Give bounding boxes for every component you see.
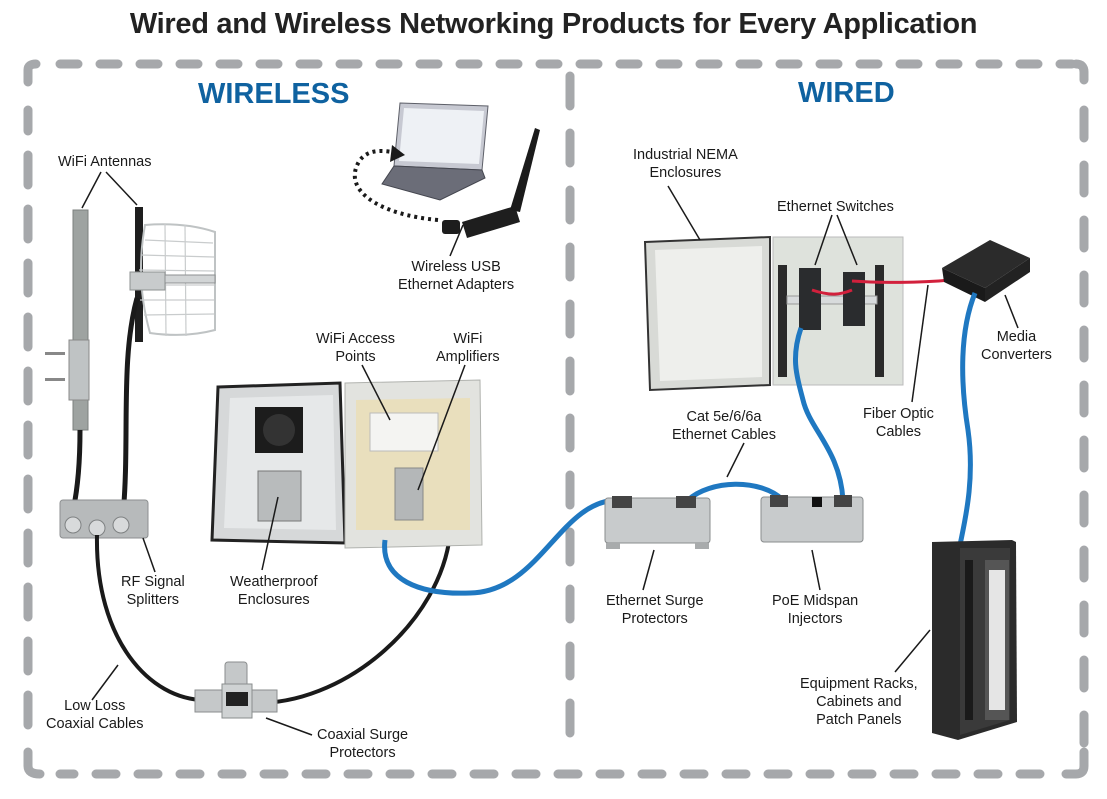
usb-adapter xyxy=(442,128,540,238)
label-line: Wireless USB xyxy=(411,259,501,275)
label-access-points: WiFi Access Points xyxy=(316,330,395,366)
fiber-optic-cable xyxy=(851,278,951,284)
label-line: Coaxial Surge xyxy=(317,727,409,743)
media-converter xyxy=(942,240,1030,302)
cat-ethernet-cable xyxy=(382,497,619,596)
label-line: Injectors xyxy=(787,611,843,627)
coax-cable xyxy=(261,534,452,705)
nema-enclosure xyxy=(643,235,904,392)
dashed-border xyxy=(23,59,1089,779)
label-coax-surge-protectors: Coaxial Surge Protectors xyxy=(317,726,408,762)
label-line: Splitters xyxy=(126,592,180,608)
ethernet-switch xyxy=(799,268,865,330)
page-title: Wired and Wireless Networking Products f… xyxy=(129,8,978,40)
label-line: Cabinets and xyxy=(816,694,902,710)
label-line: Ethernet Adapters xyxy=(398,277,515,293)
label-fiber-optic-cables: Fiber Optic Cables xyxy=(863,405,934,441)
label-line: Ethernet Cables xyxy=(672,427,776,443)
fiber-optic-cable xyxy=(811,288,853,296)
label-line: Amplifiers xyxy=(436,349,500,365)
equipment-rack xyxy=(932,540,1017,740)
label-line: Coaxial Cables xyxy=(46,716,144,732)
arrowhead-icon xyxy=(390,145,405,162)
label-coax-cables: Low Loss Coaxial Cables xyxy=(46,697,144,733)
omni-antenna xyxy=(45,209,90,431)
label-line: Cat 5e/6/6a xyxy=(686,409,762,425)
ethernet-surge-protector xyxy=(604,496,711,549)
cat-ethernet-cable xyxy=(686,481,785,502)
rf-splitter xyxy=(59,499,149,539)
label-usb-adapters: Wireless USB Ethernet Adapters xyxy=(398,258,514,294)
label-line: Converters xyxy=(981,347,1052,363)
label-line: Protectors xyxy=(621,611,688,627)
label-line: Low Loss xyxy=(64,698,126,714)
label-line: PoE Midspan xyxy=(772,593,859,609)
label-wifi-antennas: WiFi Antennas xyxy=(58,154,152,170)
coax-cable xyxy=(120,297,140,516)
label-line: Equipment Racks, xyxy=(800,676,918,692)
label-ethernet-surge-protectors: Ethernet Surge Protectors xyxy=(606,592,704,628)
label-line: Patch Panels xyxy=(816,712,902,728)
label-line: Points xyxy=(335,349,376,365)
label-line: WiFi Access xyxy=(316,331,395,347)
label-line: Media xyxy=(996,329,1037,345)
label-ethernet-switches: Ethernet Switches xyxy=(777,199,894,215)
label-line: Industrial NEMA xyxy=(633,147,738,163)
label-weatherproof-enclosures: Weatherproof Enclosures xyxy=(230,573,318,609)
label-poe-injectors: PoE Midspan Injectors xyxy=(772,592,858,628)
laptop xyxy=(381,102,489,201)
wireless-heading: WIRELESS xyxy=(198,78,350,110)
poe-injector xyxy=(760,495,864,543)
leader-lines xyxy=(81,171,1019,736)
label-line: Cables xyxy=(875,424,922,440)
label-nema-enclosures: Industrial NEMA Enclosures xyxy=(633,146,738,182)
label-line: Enclosures xyxy=(649,165,722,181)
label-line: Ethernet Surge xyxy=(606,593,704,609)
label-rf-splitters: RF Signal Splitters xyxy=(121,573,185,609)
low-loss-coax-cable xyxy=(94,534,206,702)
label-line: Weatherproof xyxy=(230,574,318,590)
label-line: Protectors xyxy=(329,745,396,761)
label-line: Fiber Optic xyxy=(863,406,934,422)
cat-ethernet-cable xyxy=(793,327,846,501)
label-line: WiFi xyxy=(453,331,483,347)
label-amplifiers: WiFi Amplifiers xyxy=(436,330,500,366)
wired-heading: WIRED xyxy=(798,77,895,109)
weatherproof-enclosure xyxy=(210,379,483,549)
coax-surge-protector xyxy=(194,661,278,719)
label-equipment-racks: Equipment Racks, Cabinets and Patch Pane… xyxy=(800,675,918,729)
label-line: RF Signal xyxy=(121,574,185,590)
label-media-converters: Media Converters xyxy=(981,328,1052,364)
label-line: Enclosures xyxy=(237,592,310,608)
label-cat-cables: Cat 5e/6/6a Ethernet Cables xyxy=(672,408,776,444)
cat-ethernet-cable xyxy=(957,292,978,546)
grid-antenna xyxy=(129,207,216,342)
